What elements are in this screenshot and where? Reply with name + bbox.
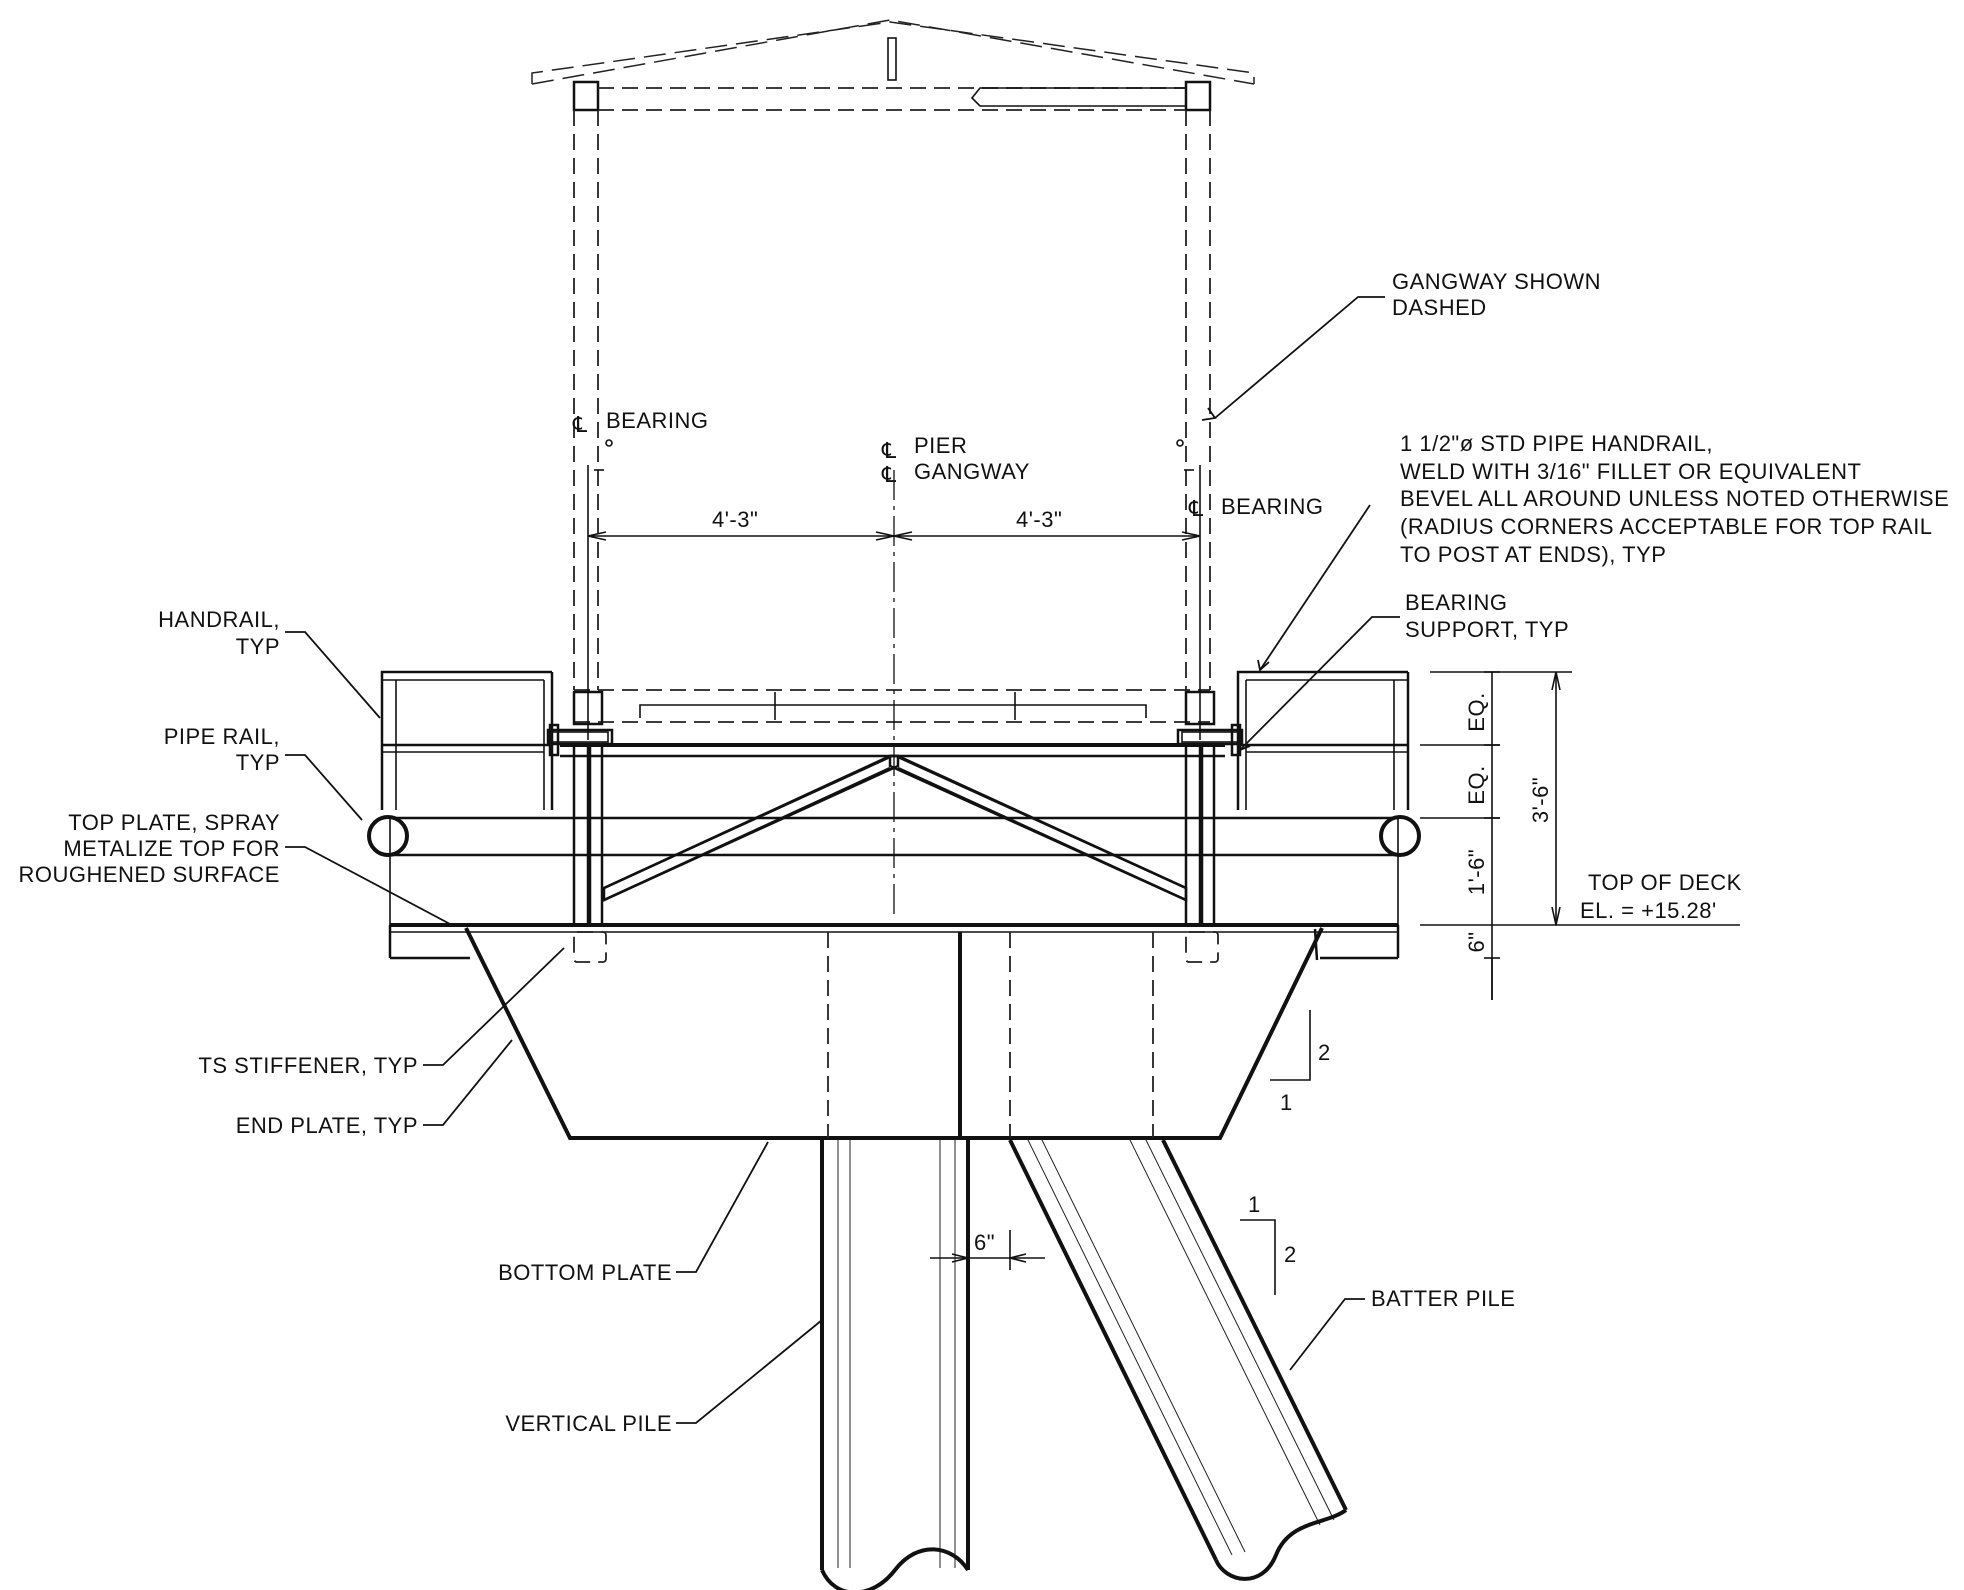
label-top-plate-3: ROUGHENED SURFACE <box>18 862 280 887</box>
label-end-plate: END PLATE, TYP <box>236 1113 418 1138</box>
label-pipe-rail-2: TYP <box>236 750 280 775</box>
dim-right-4-3: 4'-3" <box>1016 507 1062 532</box>
slope-2-run: 1 <box>1248 1192 1261 1217</box>
dim-eq-lower: EQ. <box>1464 765 1489 804</box>
note-handrail-5: TO POST AT ENDS), TYP <box>1400 542 1666 567</box>
pier-cap <box>388 723 1400 1140</box>
annotation-text: GANGWAY SHOWN DASHED BEARING PIER GANGWA… <box>18 269 1949 1436</box>
dim-left-4-3: 4'-3" <box>712 507 758 532</box>
label-pipe-rail-1: PIPE RAIL, <box>164 724 280 749</box>
centerline-symbol-bearing-right: ℄ <box>1188 496 1204 521</box>
label-gangway-dashed: DASHED <box>1392 295 1487 320</box>
label-gangway-shown: GANGWAY SHOWN <box>1392 269 1601 294</box>
slope-1-run: 1 <box>1280 1090 1293 1115</box>
note-handrail-3: BEVEL ALL AROUND UNLESS NOTED OTHERWISE <box>1400 486 1949 511</box>
label-top-plate-1: TOP PLATE, SPRAY <box>68 810 280 835</box>
label-bearing-left: BEARING <box>606 408 709 433</box>
note-handrail-2: WELD WITH 3/16" FILLET OR EQUIVALENT <box>1400 459 1861 484</box>
dim-6-vertical: 6" <box>1464 931 1489 952</box>
label-bottom-plate: BOTTOM PLATE <box>498 1260 672 1285</box>
centerline-symbol-bearing-left: ℄ <box>572 412 588 437</box>
slope-1-rise: 2 <box>1318 1040 1331 1065</box>
centerline-symbol-gangway: ℄ <box>881 462 897 487</box>
label-bearing-right: BEARING <box>1221 494 1324 519</box>
dim-eq-upper: EQ. <box>1464 692 1489 731</box>
piles <box>820 1139 1348 1590</box>
label-vertical-pile: VERTICAL PILE <box>505 1411 672 1436</box>
label-batter-pile: BATTER PILE <box>1371 1286 1515 1311</box>
label-handrail-1: HANDRAIL, <box>158 607 280 632</box>
label-ts-stiffener: TS STIFFENER, TYP <box>198 1053 418 1078</box>
label-bearing-support-2: SUPPORT, TYP <box>1405 617 1569 642</box>
label-gangway: GANGWAY <box>914 459 1030 484</box>
label-bearing-support-1: BEARING <box>1405 590 1508 615</box>
gangway-outline <box>531 19 1255 726</box>
label-top-of-deck-elevation: EL. = +15.28' <box>1580 898 1717 923</box>
centerlines: ℄ ℄ ℄ ℄ <box>572 412 1204 915</box>
label-top-plate-2: METALIZE TOP FOR <box>63 836 280 861</box>
note-handrail-4: (RADIUS CORNERS ACCEPTABLE FOR TOP RAIL <box>1400 514 1933 539</box>
dim-3-6: 3'-6" <box>1528 777 1553 823</box>
centerline-symbol-pier: ℄ <box>881 438 897 463</box>
leaders <box>285 296 1400 1424</box>
dimensions <box>587 531 1740 1295</box>
dim-6-horizontal: 6" <box>974 1230 995 1255</box>
note-handrail-1: 1 1/2"ø STD PIPE HANDRAIL, <box>1400 431 1713 456</box>
label-pier: PIER <box>914 433 967 458</box>
slope-2-rise: 2 <box>1284 1242 1297 1267</box>
label-handrail-2: TYP <box>236 634 280 659</box>
dim-1-6: 1'-6" <box>1464 849 1489 895</box>
label-top-of-deck: TOP OF DECK <box>1588 870 1742 895</box>
